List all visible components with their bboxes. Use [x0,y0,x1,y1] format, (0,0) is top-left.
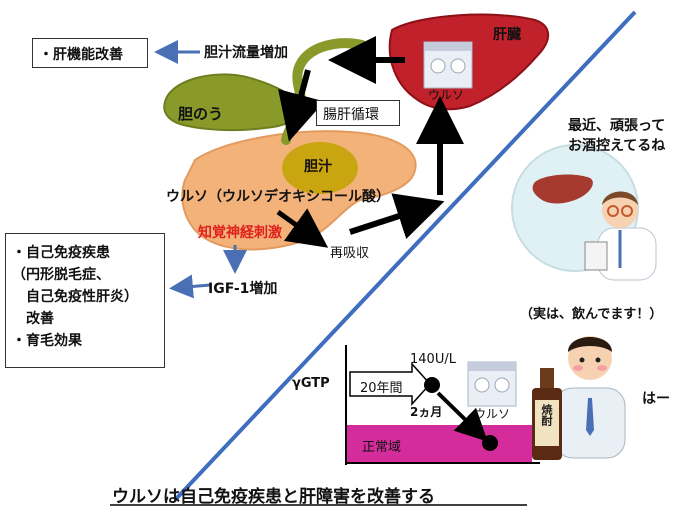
effects-line: 改善 [12,311,54,327]
arrow-duct-down [278,69,325,142]
urso-package-top [423,41,473,89]
igf-label: IGF-1増加 [208,281,278,297]
enterohepatic-box: 腸肝循環 [316,100,400,126]
arrow-reabsorption-up [349,193,445,239]
arrow-igf-to-effects [169,274,211,299]
shochu-bottle-illustration [532,368,562,460]
patient-reply: はー [642,391,670,407]
small-liver-icon [532,174,593,204]
doctor-speech-line: 最近、頑張って [568,118,666,134]
sensory-nerve-label: 知覚神経刺激 [198,225,282,241]
pancreas-shape [181,130,417,251]
enterohepatic-text: 腸肝循環 [323,107,379,123]
effects-line: （円形脱毛症、 [12,267,110,283]
normal-range-label: 正常域 [362,440,402,455]
caption: ウルソは自己免疫疾患と肝障害を改善する [112,487,435,507]
urso-label-top: ウルソ [428,88,465,102]
shochu-label: 焼酎 [540,404,553,426]
bile-blob [282,142,358,194]
reabsorption-label: 再吸収 [330,246,370,261]
gtp-value-label: 140U/L [410,352,456,367]
gtp-duration-20y: 20年間 [360,381,403,396]
patient-speech: （実は、飲んでます！） [520,307,663,322]
liver-label: 肝臓 [493,27,521,43]
gallbladder-label: 胆のう [178,105,224,123]
hollow-arrow-20years [349,362,432,406]
effects-box: ・自己免疫疾患 （円形脱毛症、 自己免疫性肝炎） 改善 ・育毛効果 [5,233,165,368]
bile-flow-label: 胆汁流量増加 [204,45,288,61]
gtp-chart [345,345,540,465]
gtp-decline-arrow [436,391,488,442]
gtp-ylabel: γGTP [292,376,330,391]
effects-line: ・自己免疫疾患 [12,245,110,261]
arrow-to-reabsorption [276,208,329,248]
effects-line: ・育毛効果 [12,333,82,349]
diagonal-divider [173,10,637,502]
liver-function-box: ・肝機能改善 [32,38,148,68]
normal-range-band [346,425,532,463]
liver-function-text: ・肝機能改善 [39,47,123,63]
effects-line: 自己免疫性肝炎） [12,289,138,305]
urso-package-bottom [467,361,517,407]
gtp-point-high [424,377,440,393]
bile-label: 胆汁 [304,159,332,175]
patient-illustration [554,336,626,459]
doctor-illustration [584,191,657,281]
gtp-point-low [482,435,498,451]
gtp-duration-2m: 2ヵ月 [410,405,443,419]
doctor-speech-line: お酒控えてるね [568,138,666,154]
urso-label-bottom: ウルソ [474,407,511,421]
drug-name-label: ウルソ（ウルソデオキシコール酸） [166,189,390,205]
